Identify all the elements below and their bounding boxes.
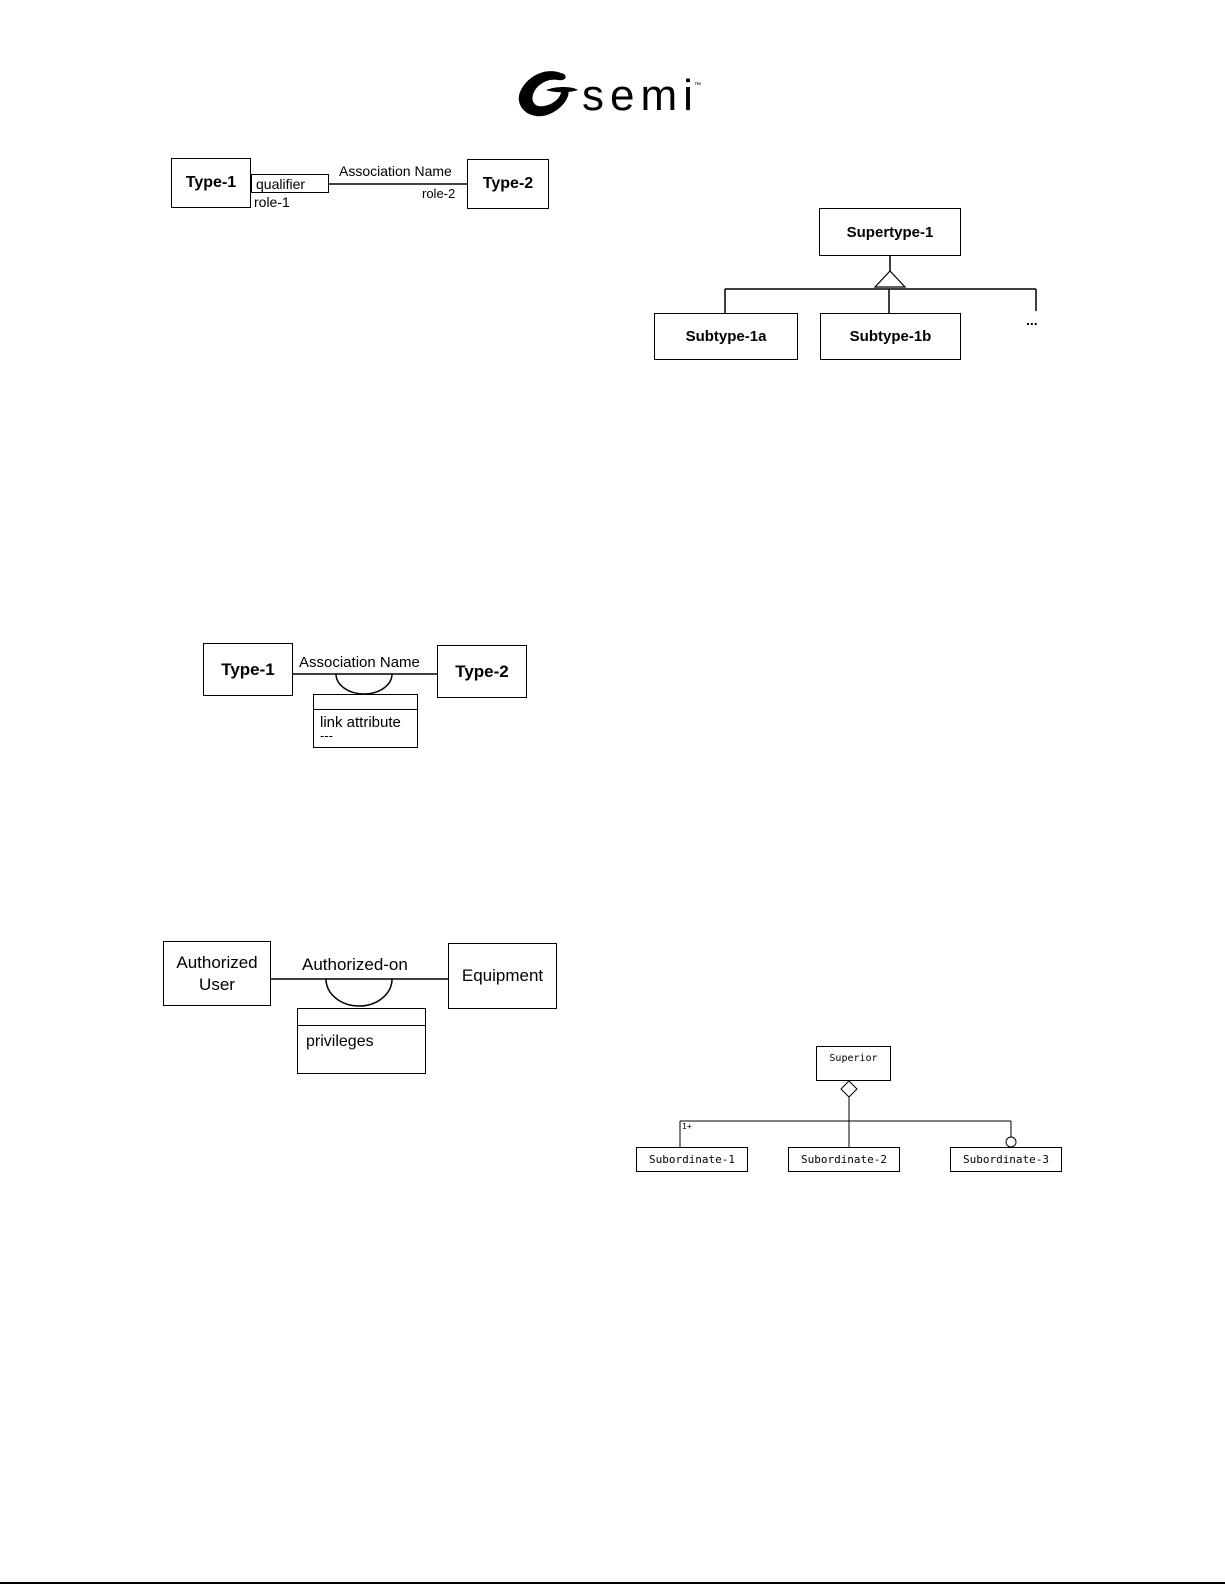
type2-box-link: Type-2 xyxy=(437,645,527,698)
subtype-1a-label: Subtype-1a xyxy=(686,328,767,345)
type2-link-label: Type-2 xyxy=(455,662,509,682)
association-name-label: Association Name xyxy=(339,164,452,178)
subordinate-1-box: Subordinate-1 xyxy=(636,1147,748,1172)
more-subtypes-ellipsis: ... xyxy=(1026,313,1038,327)
role2-label: role-2 xyxy=(422,187,455,200)
semi-swoosh-icon xyxy=(512,68,582,120)
type2-label: Type-2 xyxy=(483,175,533,193)
superior-box: Superior xyxy=(816,1046,891,1081)
link-attribute-box: link attribute --- xyxy=(313,694,418,748)
privileges-label: privileges xyxy=(306,1034,374,1050)
authorized-on-label: Authorized-on xyxy=(302,956,408,973)
privileges-header-divider xyxy=(298,1025,425,1026)
type1-link-label: Type-1 xyxy=(221,660,275,680)
superior-label: Superior xyxy=(829,1053,877,1064)
type1-box: Type-1 xyxy=(171,158,251,208)
type1-label: Type-1 xyxy=(186,174,236,192)
multiplicity-label: 1+ xyxy=(682,1123,692,1131)
subordinate-3-box: Subordinate-3 xyxy=(950,1147,1062,1172)
privileges-box: privileges xyxy=(297,1008,426,1074)
equipment-label: Equipment xyxy=(462,966,543,986)
type2-box: Type-2 xyxy=(467,159,549,209)
authorized-user-line2: User xyxy=(199,974,235,995)
association-name-link-label: Association Name xyxy=(299,655,420,670)
supertype-box: Supertype-1 xyxy=(819,208,961,256)
subordinate-3-label: Subordinate-3 xyxy=(963,1153,1049,1166)
subtype-1b-box: Subtype-1b xyxy=(820,313,961,360)
logo-trademark: ™ xyxy=(694,82,701,89)
footer-rule xyxy=(0,1582,1225,1584)
equipment-box: Equipment xyxy=(448,943,557,1009)
subordinate-2-label: Subordinate-2 xyxy=(801,1153,887,1166)
qualifier-label: qualifier xyxy=(256,176,305,192)
subtype-1b-label: Subtype-1b xyxy=(850,328,932,345)
semi-logo: semi ™ xyxy=(512,68,712,124)
authorized-user-line1: Authorized xyxy=(176,952,257,973)
link-attribute-ellipsis: --- xyxy=(320,729,333,742)
qualifier-box: qualifier xyxy=(251,174,329,193)
logo-wordmark: semi xyxy=(582,74,699,118)
subtype-1a-box: Subtype-1a xyxy=(654,313,798,360)
subordinate-1-label: Subordinate-1 xyxy=(649,1153,735,1166)
link-attribute-header-divider xyxy=(314,709,417,710)
supertype-label: Supertype-1 xyxy=(847,224,934,241)
authorized-user-box: Authorized User xyxy=(163,941,271,1006)
type1-box-link: Type-1 xyxy=(203,643,293,696)
role1-label: role-1 xyxy=(254,195,290,209)
subordinate-2-box: Subordinate-2 xyxy=(788,1147,900,1172)
